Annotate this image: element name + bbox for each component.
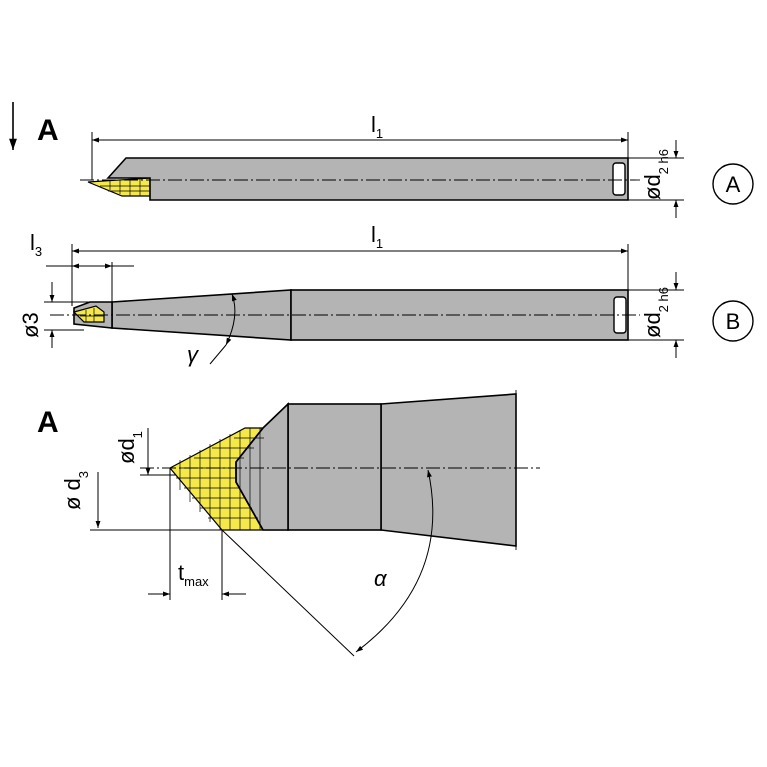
tmax-label: tmax bbox=[178, 560, 209, 589]
l1-label-b: l1 bbox=[371, 222, 383, 251]
gamma-arc bbox=[225, 293, 237, 346]
shank-body bbox=[106, 157, 629, 201]
alpha-leg bbox=[221, 529, 355, 657]
insert-hatch bbox=[100, 179, 150, 196]
alpha-label: α bbox=[374, 566, 388, 591]
insert-tip-b bbox=[72, 305, 105, 323]
l3-label: l3 bbox=[30, 230, 42, 259]
d1-label: ød1 bbox=[114, 431, 145, 464]
view-b-circle bbox=[712, 300, 754, 342]
view-a-tool: A l1 ød2 h6 A bbox=[9, 102, 754, 218]
insert-tip bbox=[87, 177, 151, 197]
view-a-circle-label: A bbox=[726, 172, 741, 197]
detail-shank bbox=[380, 393, 517, 547]
d2-label-a: ød2 h6 bbox=[640, 149, 671, 200]
d3-label: ø d3 bbox=[60, 471, 91, 510]
view-b-tool: l1 l3 ø3 γ ød2 h6 B bbox=[18, 222, 754, 367]
d3-small-label: ø3 bbox=[18, 312, 43, 338]
detail-body bbox=[287, 403, 382, 531]
l1-label: l1 bbox=[371, 112, 383, 141]
detail-insert-hatch bbox=[176, 428, 264, 530]
detail-a-label: A bbox=[37, 406, 59, 439]
view-a-circle bbox=[712, 163, 754, 205]
view-a-label: A bbox=[37, 114, 59, 147]
view-b-circle-label: B bbox=[726, 309, 741, 334]
d2-label-b: ød2 h6 bbox=[640, 287, 671, 338]
gamma-label: γ bbox=[187, 342, 200, 367]
shank-flat bbox=[612, 162, 626, 196]
detail-a: A bbox=[37, 390, 540, 657]
alpha-arc bbox=[355, 469, 434, 653]
